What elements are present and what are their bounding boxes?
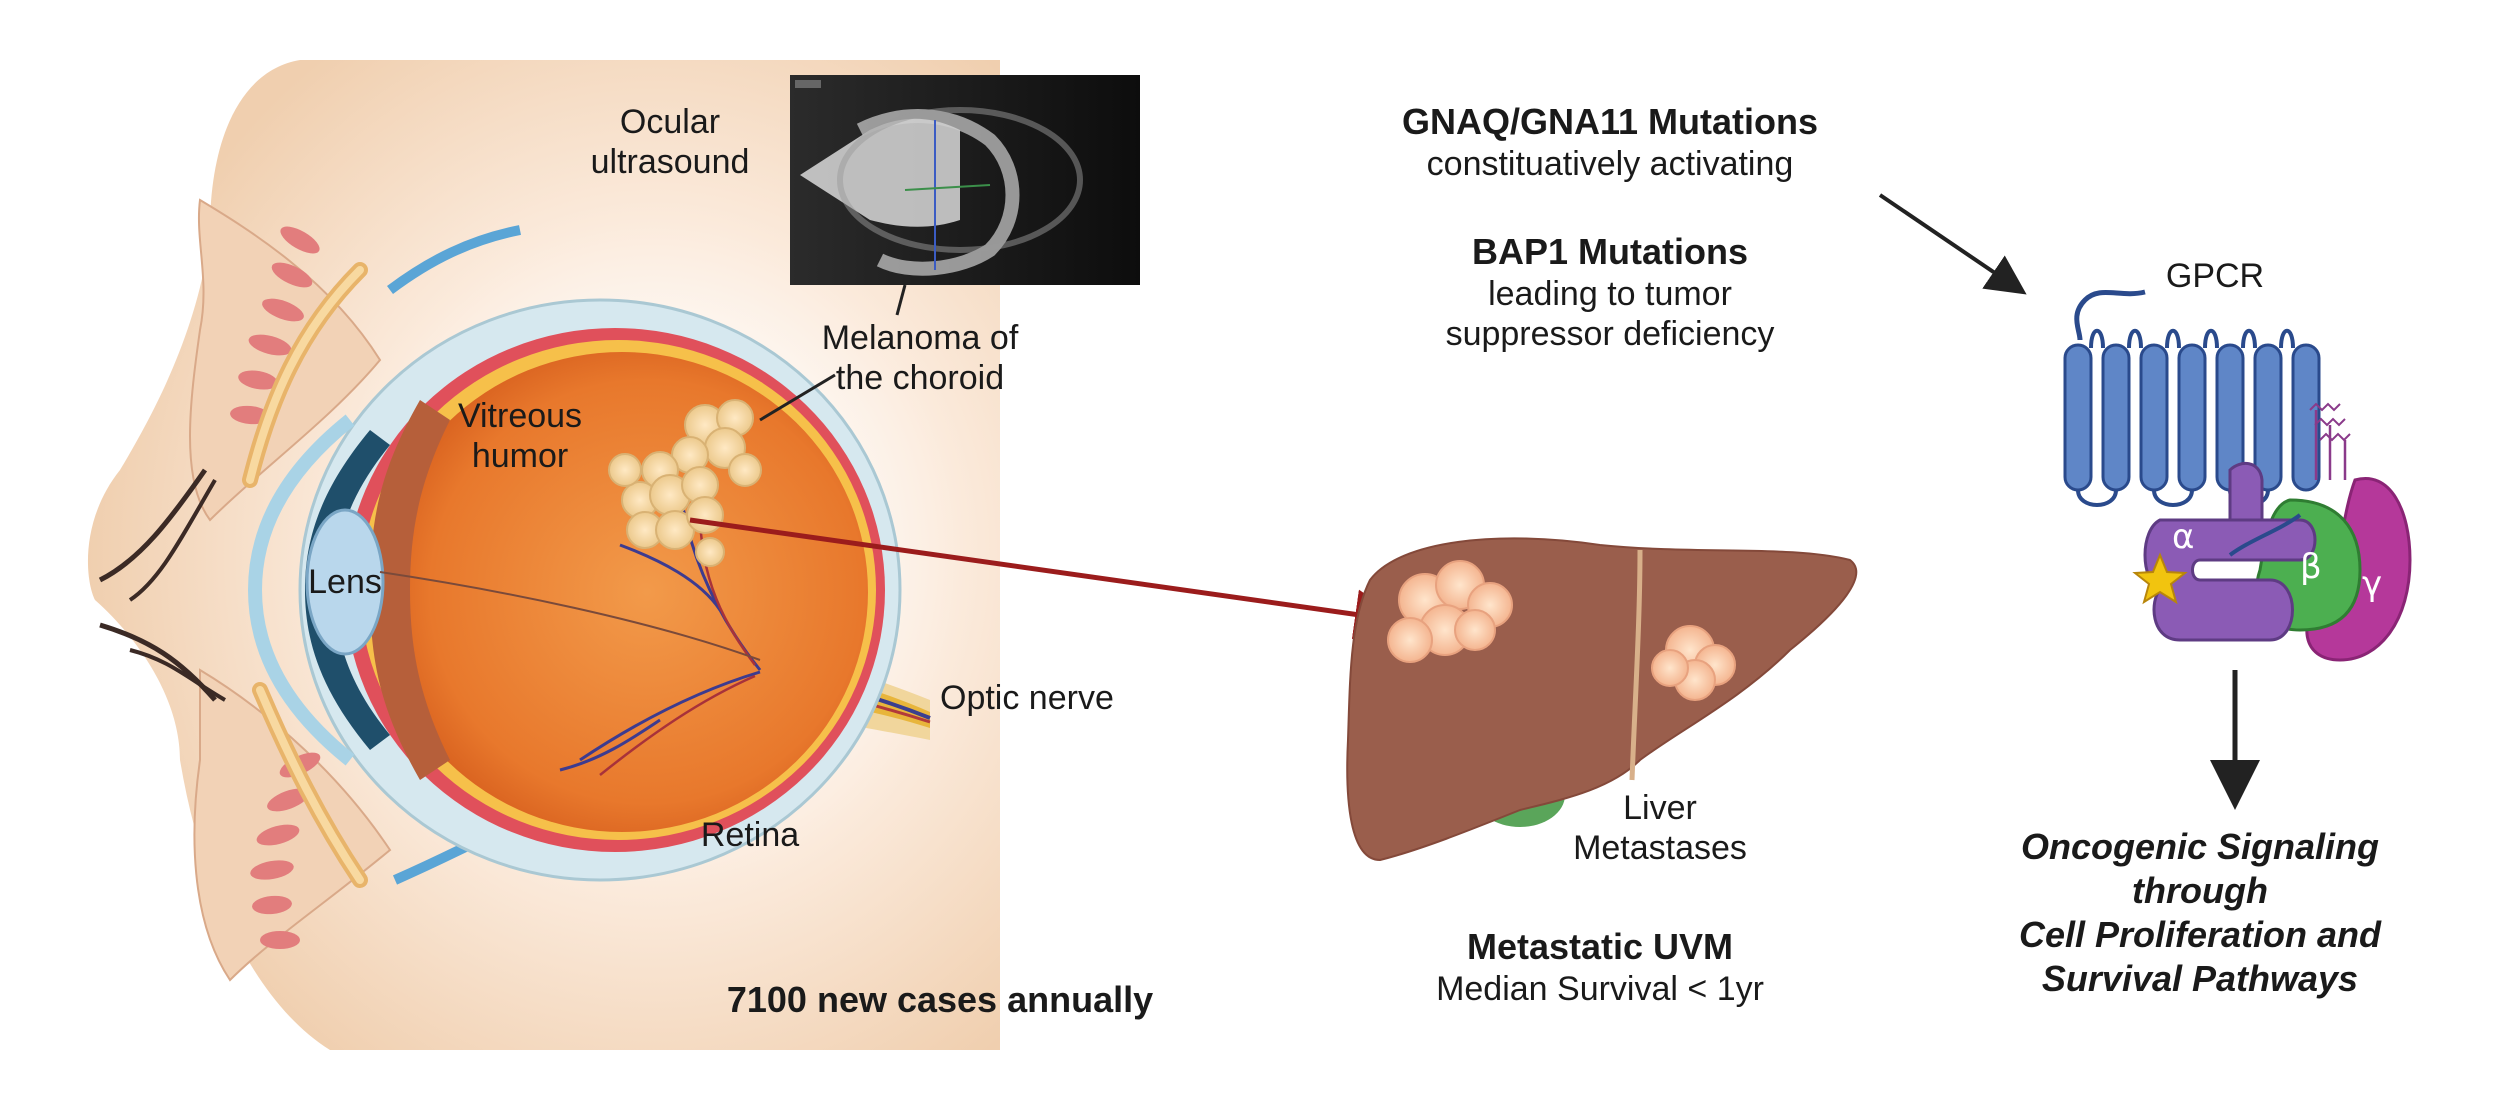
melanoma-label: Melanoma of the choroid <box>821 319 1019 397</box>
median-survival: Median Survival < 1yr <box>1436 970 1764 1008</box>
mutation-to-gpcr-arrow <box>1878 193 2027 295</box>
beta-label: β <box>2300 547 2322 587</box>
liver-illustration <box>1346 537 1858 862</box>
choroid-tumor <box>608 399 762 567</box>
eye-anatomy-illustration <box>87 60 1405 1050</box>
alpha-label: α <box>2172 517 2194 557</box>
bap1-description-2: suppressor deficiency <box>1445 315 1775 353</box>
oncogenic-signaling-outcome: Oncogenic Signaling through Cell Prolife… <box>2018 826 2382 999</box>
cornea <box>247 414 355 766</box>
liver-metastases-label: Liver Metastases <box>1573 789 1747 867</box>
retina-label: Retina <box>700 816 800 854</box>
metastatic-uvm-title: Metastatic UVM <box>1466 926 1734 967</box>
bap1-block: BAP1 Mutations leading to tumor suppress… <box>1360 230 1860 354</box>
bap1-description-1: leading to tumor <box>1488 275 1732 313</box>
bap1-title: BAP1 Mutations <box>1471 231 1748 272</box>
optic-nerve-label: Optic nerve <box>940 679 1114 717</box>
lens <box>305 508 385 656</box>
metastatic-uvm-block: Metastatic UVM Median Survival < 1yr <box>1380 925 1820 1009</box>
gpcr-label: GPCR <box>2165 257 2265 295</box>
gnaq-block: GNAQ/GNA11 Mutations constituatively act… <box>1360 100 1860 184</box>
lens-label: Lens <box>308 563 382 601</box>
incidence-label: 7100 new cases annually <box>726 979 1154 1020</box>
gnaq-title: GNAQ/GNA11 Mutations <box>1401 101 1819 142</box>
gtp-star-icon <box>2132 552 2188 605</box>
gamma-label: γ <box>2362 564 2382 604</box>
liver-metastasis-right <box>1651 625 1736 701</box>
metastasis-arrow <box>689 517 1405 640</box>
gnaq-description: constituatively activating <box>1426 145 1794 183</box>
ultrasound-label: Ocular ultrasound <box>590 103 750 181</box>
vitreous-humor-label: Vitreous humor <box>457 397 583 475</box>
ocular-ultrasound-image <box>790 75 1140 285</box>
gpcr-illustration: α β γ <box>1878 193 2412 810</box>
liver-metastasis-left <box>1387 560 1513 663</box>
